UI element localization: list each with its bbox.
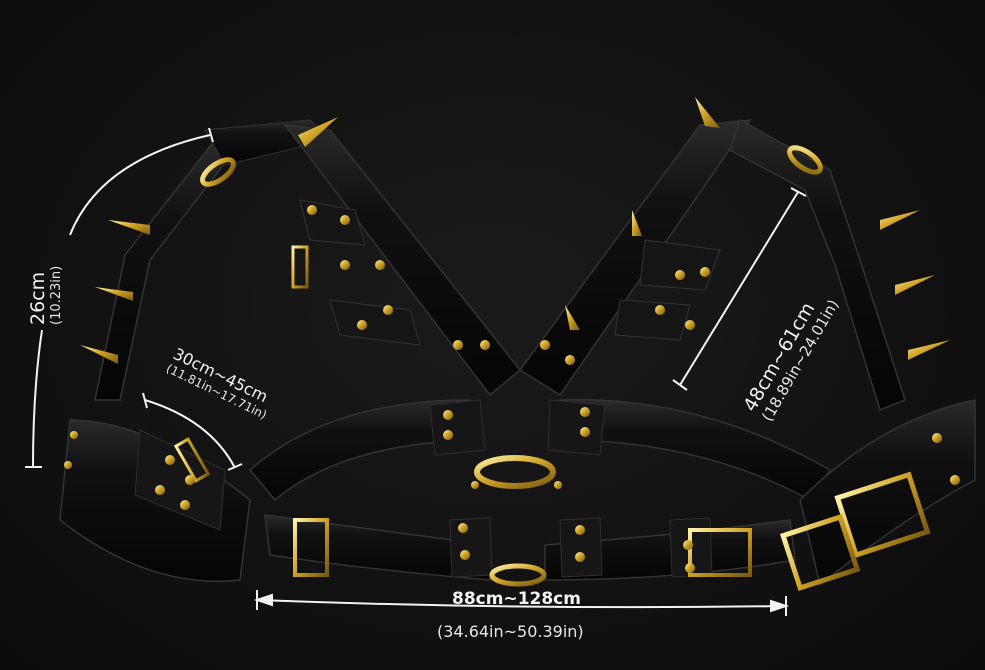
- dimension-lines: [25, 127, 807, 616]
- shoulder-strap-dimension: 26cm (10.23in): [27, 265, 64, 325]
- o-rings: [200, 145, 823, 587]
- chest-band-metric: 88cm~128cm: [452, 589, 581, 609]
- studs: [64, 205, 960, 573]
- right-arm-cuff: [779, 399, 976, 592]
- right-shoulder-strap: [729, 118, 906, 411]
- shoulder-strap-metric: 26cm: [27, 271, 49, 325]
- spikes: [80, 97, 950, 364]
- buckles: [173, 245, 752, 577]
- right-cross-strap: [518, 119, 752, 397]
- chest-band-imperial: (34.64in~50.39in): [437, 622, 584, 641]
- left-arm-cuff: [59, 419, 251, 582]
- chest-band-imperial-label: (34.64in~50.39in): [437, 622, 584, 641]
- left-shoulder-strap: [94, 119, 331, 401]
- shoulder-strap-imperial: (10.23in): [48, 265, 64, 325]
- chest-band-metric-label: 88cm~128cm: [452, 590, 581, 609]
- left-cross-strap: [283, 124, 522, 397]
- chest-band: [248, 398, 832, 581]
